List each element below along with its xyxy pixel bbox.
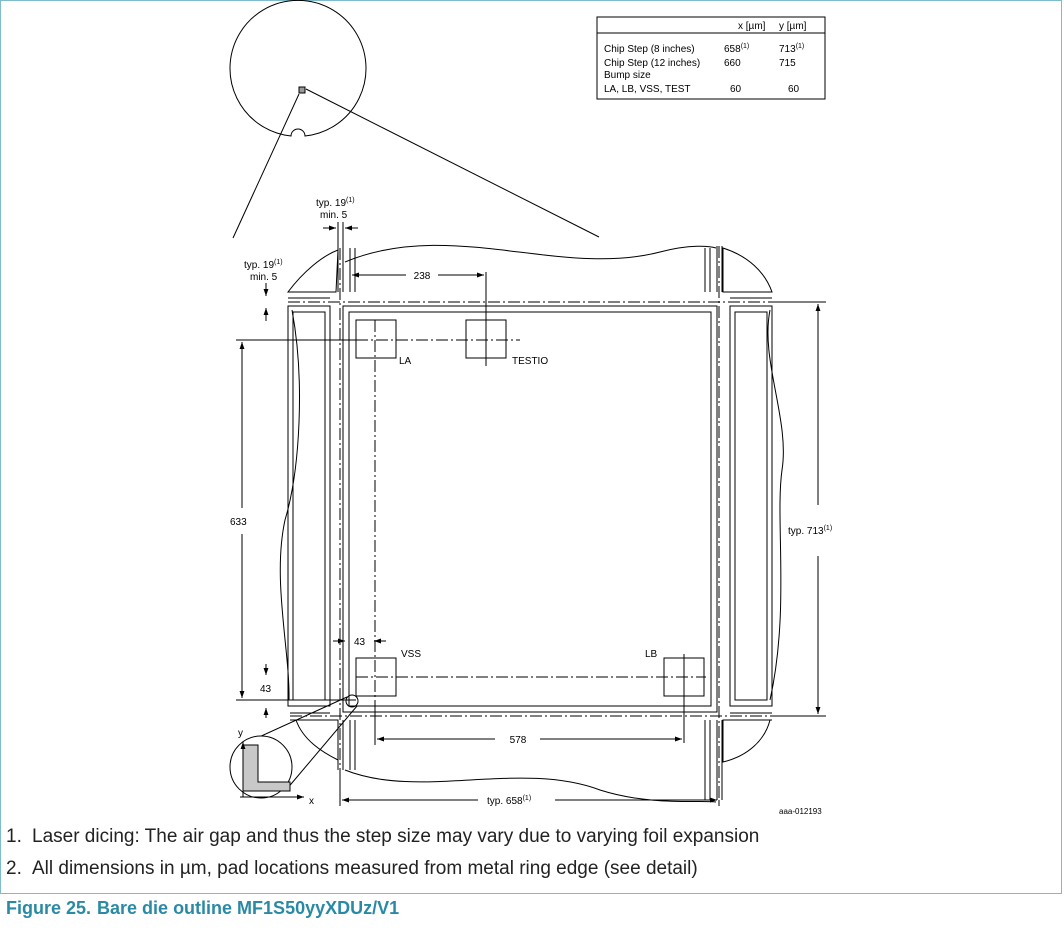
label-pad-span-y: 633	[230, 517, 247, 528]
table-cell-y: 713(1)	[779, 43, 804, 55]
label-top-gap-min: min. 5	[320, 210, 348, 221]
pad-label-la: LA	[399, 356, 412, 367]
table-cell-x: 658(1)	[724, 43, 749, 55]
label-top-gap-typ: typ. 19(1)	[316, 197, 355, 209]
label-vss-lb: 578	[510, 735, 527, 746]
wafer-section	[279, 244, 784, 803]
label-left-gap-min: min. 5	[250, 272, 278, 283]
axis-label-y: y	[238, 728, 243, 739]
table-header-y: y [µm]	[779, 21, 807, 32]
table-cell-y: 715	[779, 58, 796, 69]
figure-id: aaa-012193	[779, 807, 822, 816]
die-outline-drawing: x [µm] y [µm] Chip Step (8 inches) 658(1…	[229, 0, 832, 816]
table-row-label: Bump size	[604, 70, 651, 81]
pad-lb: LB	[645, 649, 705, 743]
pad-label-testio: TESTIO	[512, 356, 548, 367]
wafer-overview	[229, 0, 600, 239]
dimension-chip-width: typ. 658(1)	[339, 770, 720, 807]
detail-magnifier	[229, 694, 359, 799]
dimension-vss-offset: 43 43	[260, 637, 386, 718]
table-row-label: Chip Step (8 inches)	[604, 44, 695, 55]
label-la-testio: 238	[414, 271, 431, 282]
pad-testio: TESTIO	[465, 272, 548, 367]
detail-axes: y x	[238, 728, 314, 807]
figure-frame	[0, 0, 1062, 894]
die-body	[287, 246, 773, 800]
dimension-top-gap: typ. 19(1) min. 5	[316, 197, 358, 248]
dimension-chip-height: typ. 713(1)	[770, 301, 832, 717]
pad-label-vss: VSS	[401, 649, 421, 660]
pad-vss: VSS	[355, 649, 421, 697]
pad-label-lb: LB	[645, 649, 658, 660]
dimension-pad-span-y: 633	[230, 339, 356, 701]
table-row-label: Chip Step (12 inches)	[604, 58, 700, 69]
table-cell-y: 60	[788, 84, 800, 95]
label-left-gap-typ: typ. 19(1)	[244, 259, 283, 271]
table-header-x: x [µm]	[738, 21, 766, 32]
label-chip-width: typ. 658(1)	[487, 795, 531, 807]
footnote-2: 2.All dimensions in µm, pad locations me…	[6, 858, 698, 879]
dimension-la-testio: 238	[352, 271, 484, 282]
chip-step-table: x [µm] y [µm] Chip Step (8 inches) 658(1…	[596, 16, 826, 100]
dimension-vss-lb: 578	[374, 700, 682, 746]
label-vss-offset-y: 43	[260, 684, 272, 695]
figure-caption: Figure 25.Bare die outline MF1S50yyXDUz/…	[6, 898, 400, 918]
pad-la: LA	[355, 319, 412, 367]
scribe-centerlines	[288, 246, 772, 800]
dimension-left-gap: typ. 19(1) min. 5	[244, 259, 283, 321]
axis-label-x: x	[309, 796, 314, 807]
table-cell-x: 60	[730, 84, 742, 95]
footnote-1: 1.Laser dicing: The air gap and thus the…	[6, 826, 760, 847]
table-cell-x: 660	[724, 58, 741, 69]
label-chip-height: typ. 713(1)	[788, 525, 832, 537]
label-vss-offset-x: 43	[354, 637, 366, 648]
table-row-label: LA, LB, VSS, TEST	[604, 84, 691, 95]
